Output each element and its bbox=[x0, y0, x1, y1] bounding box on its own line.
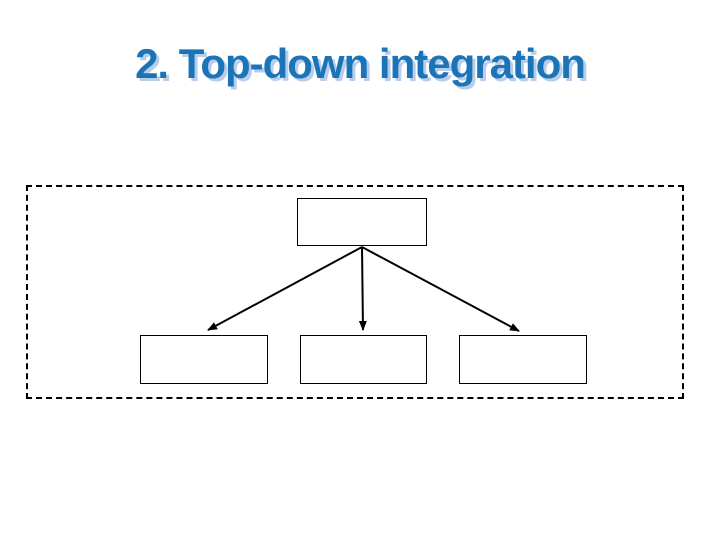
slide-title: 2. Top-down integration bbox=[135, 40, 586, 87]
top-module-box bbox=[297, 198, 427, 246]
child-module-box-3 bbox=[459, 335, 587, 384]
integration-boundary bbox=[26, 185, 684, 399]
child-module-box-1 bbox=[140, 335, 268, 384]
child-module-box-2 bbox=[300, 335, 427, 384]
